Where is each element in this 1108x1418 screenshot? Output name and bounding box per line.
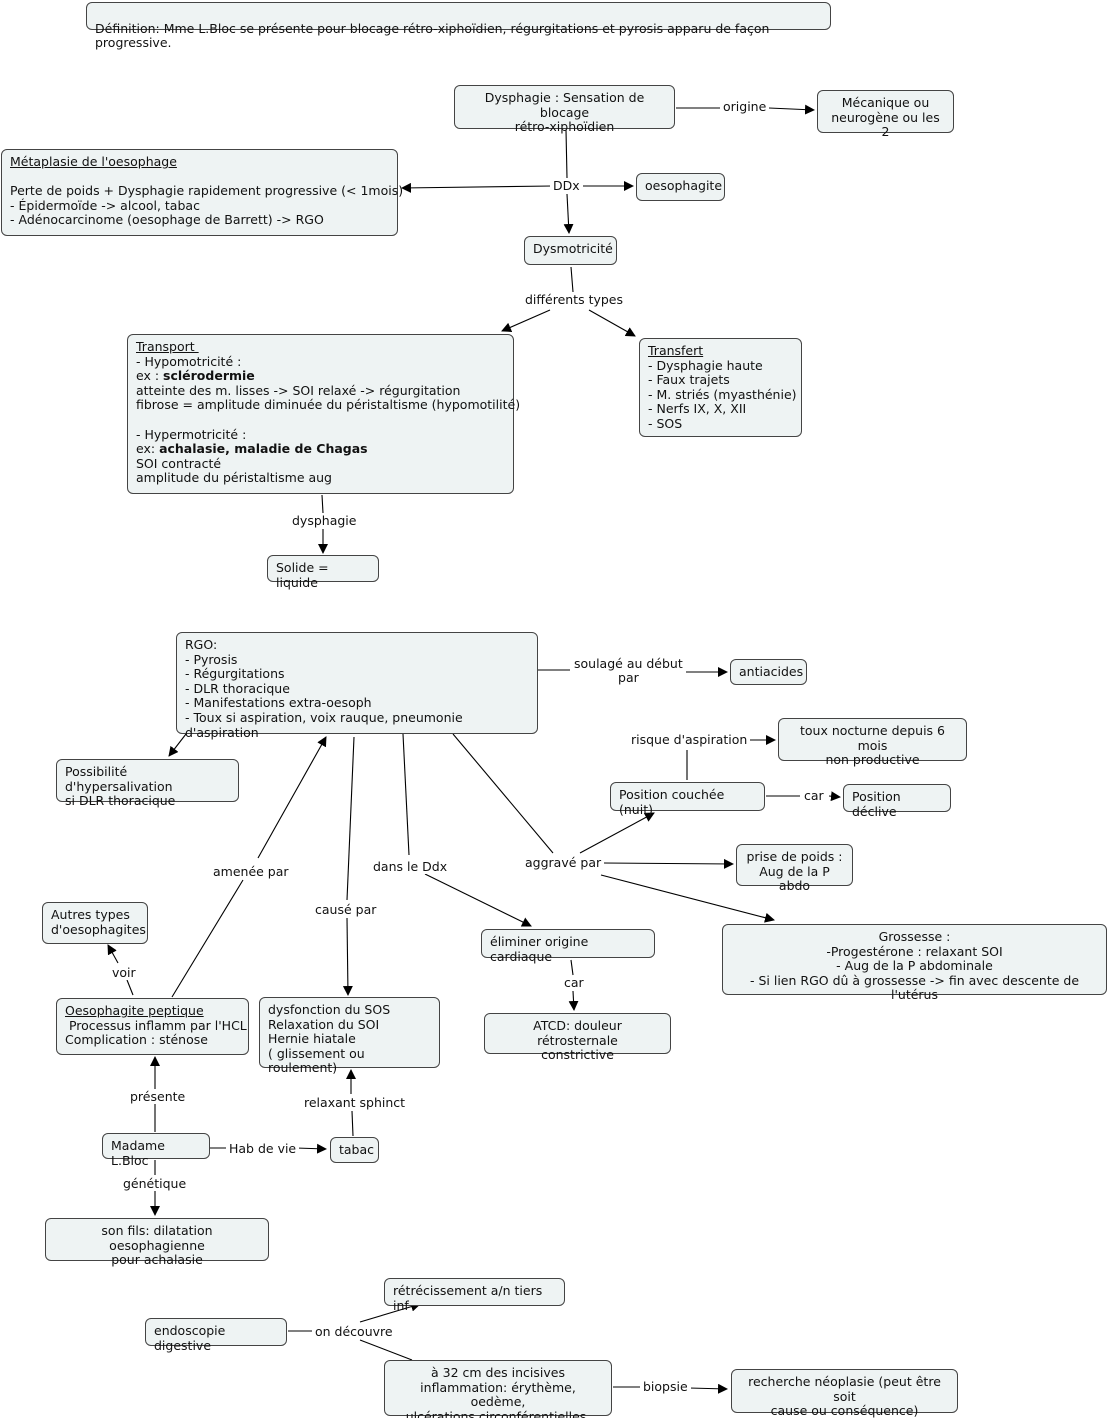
fils-node: son fils: dilatation oesophagienne pour … [45, 1218, 269, 1267]
link-label-aggrave: aggravé par [522, 856, 605, 870]
link-label-genetique: génétique [120, 1177, 190, 1191]
transport-line: atteinte des m. lisses -> SOI relaxé -> … [136, 382, 461, 398]
transport-line: - Hypomotricité : [136, 353, 242, 369]
rgo-node: RGO: - Pyrosis - Régurgitations - DLR th… [176, 632, 538, 739]
transport-ex-prefix: ex : [136, 368, 164, 384]
link-label-origine: origine [720, 100, 770, 114]
link-label-differents-types: différents types [522, 293, 627, 307]
link-label-soulage: soulagé au début par [571, 657, 686, 685]
metaplasie-line: Perte de poids + Dysphagie rapidement pr… [10, 183, 404, 199]
transport-line: fibrose = amplitude diminuée du péristal… [136, 397, 521, 413]
oesophagite-node: oesophagite [636, 173, 725, 201]
transport-title: Transport [136, 339, 199, 354]
madame-node: Madame L.Bloc [102, 1133, 210, 1167]
metaplasie-line: - Épidermoïde -> alcool, tabac [10, 197, 200, 213]
endoscopie-node: endoscopie digestive [145, 1318, 287, 1352]
incisives-node: à 32 cm des incisives inflammation: éryt… [384, 1360, 612, 1418]
dysmotricite-node: Dysmotricité [524, 236, 617, 265]
transport-node: Transport - Hypomotricité : ex : sclérod… [127, 334, 521, 494]
grossesse-node: Grossesse : -Progestérone : relaxant SOI… [722, 924, 1107, 1002]
transport-ex-prefix: ex: [136, 441, 160, 457]
transfert-line: - M. striés (myasthénie) [648, 386, 797, 402]
transfert-line: - Faux trajets [648, 372, 730, 388]
oesophagite-peptique-body: Processus inflamm par l'HCL Complication… [65, 1017, 247, 1048]
oesophagite-peptique-title: Oesophagite peptique [65, 1003, 204, 1018]
definition-box: Définition: Mme L.Bloc se présente pour … [86, 2, 831, 50]
link-label-risque: risque d'aspiration [628, 733, 751, 747]
transfert-line: - SOS [648, 415, 683, 431]
link-label-decouvre: on découvre [312, 1325, 396, 1339]
link-label-biopsie: biopsie [640, 1380, 691, 1394]
tabac-node: tabac [330, 1137, 379, 1163]
link-label-presente: présente [127, 1090, 189, 1104]
antiacides-node: antiacides [730, 659, 807, 685]
transport-ex-sclerodermie: sclérodermie [163, 368, 255, 384]
dysfonction-node: dysfonction du SOS Relaxation du SOI Her… [259, 997, 440, 1075]
metaplasie-line: - Adénocarcinome (oesophage de Barrett) … [10, 212, 324, 228]
link-label-cause: causé par [312, 903, 380, 917]
link-label-ddx: DDx [550, 179, 583, 193]
link-label-amenee: amenée par [210, 865, 292, 879]
link-label-car: car [801, 789, 827, 803]
retrecissement-node: rétrécissement a/n tiers inf [384, 1278, 565, 1312]
transfert-node: Transfert - Dysphagie haute - Faux traje… [639, 338, 802, 437]
metaplasie-title: Métaplasie de l'oesophage [10, 154, 177, 169]
link-label-dans-ddx: dans le Ddx [370, 860, 451, 874]
position-couchee-node: Position couchée (nuit) [610, 782, 765, 816]
toux-node: toux nocturne depuis 6 mois non producti… [778, 718, 967, 767]
link-label-car: car [561, 976, 587, 990]
dysphagie-node: Dysphagie : Sensation de blocage rétro-x… [454, 85, 675, 134]
metaplasie-node: Métaplasie de l'oesophage Perte de poids… [1, 149, 404, 236]
link-label-voir: voir [109, 966, 139, 980]
link-label-dysphagie: dysphagie [289, 514, 360, 528]
mecanique-node: Mécanique ou neurogène ou les 2 [817, 90, 954, 139]
oesophagite-peptique-node: Oesophagite peptique Processus inflamm p… [56, 998, 249, 1055]
solide-node: Solide = liquide [267, 555, 379, 589]
transport-line: amplitude du péristaltisme aug [136, 470, 332, 486]
eliminer-node: éliminer origine cardiaque [481, 929, 655, 963]
atcd-node: ATCD: douleur rétrosternale constrictive [484, 1013, 671, 1062]
prise-poids-node: prise de poids : Aug de la P abdo [736, 844, 853, 893]
transport-line: - Hypermotricité : [136, 426, 247, 442]
transport-ex-achalasie: achalasie, maladie de Chagas [159, 441, 368, 457]
position-declive-node: Position déclive [843, 784, 951, 818]
transport-line: SOI contracté [136, 455, 222, 471]
transfert-line: - Dysphagie haute [648, 357, 763, 373]
autres-types-node: Autres types d'oesophagites [42, 902, 148, 944]
definition-text: Définition: Mme L.Bloc se présente pour … [95, 20, 770, 51]
link-label-relaxant: relaxant sphinct [301, 1096, 409, 1110]
transfert-title: Transfert [648, 343, 704, 358]
neoplasie-node: recherche néoplasie (peut être soit caus… [731, 1369, 958, 1418]
hypersalivation-node: Possibilité d'hypersalivation si DLR tho… [56, 759, 239, 808]
transfert-line: - Nerfs IX, X, XII [648, 401, 747, 417]
link-label-hab: Hab de vie [226, 1142, 300, 1156]
